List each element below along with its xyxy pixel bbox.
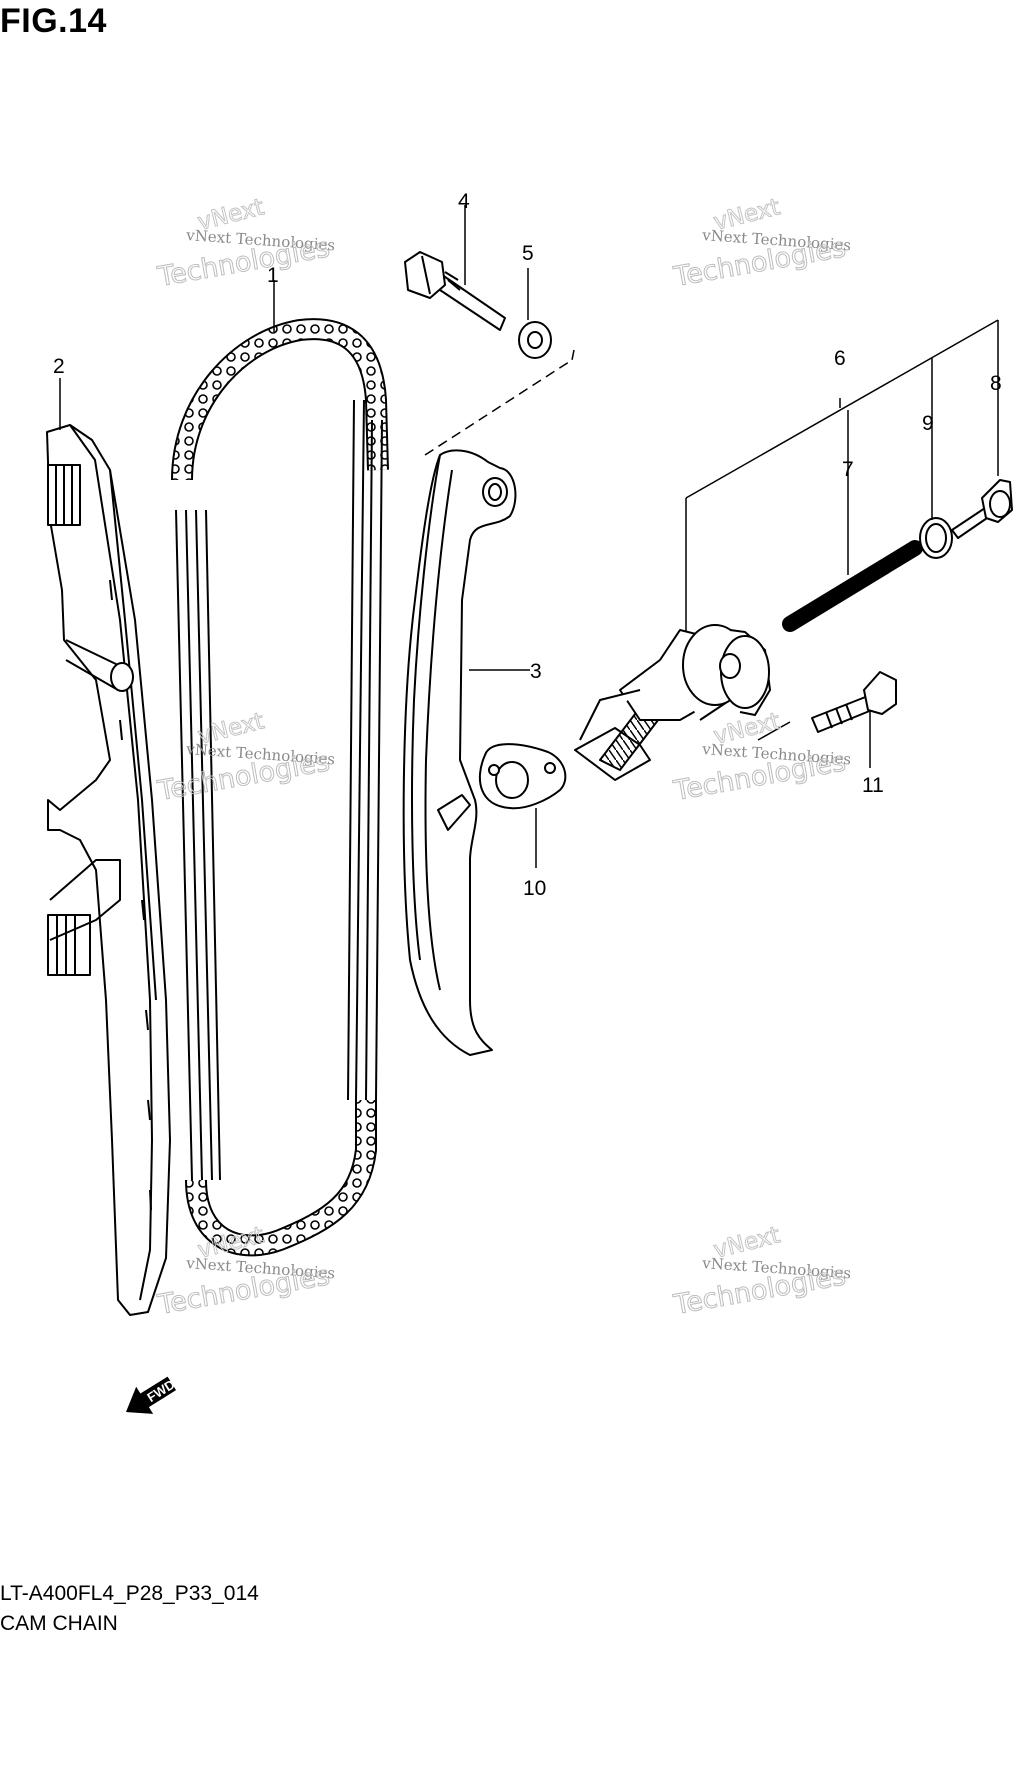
figure-title: FIG.14 — [0, 2, 107, 40]
part-10-gasket — [478, 743, 567, 810]
callout-4: 4 — [458, 190, 470, 213]
callout-2: 2 — [53, 355, 65, 378]
part-4-bolt — [404, 251, 506, 331]
part-11-bolt — [811, 671, 897, 733]
callout-11: 11 — [862, 774, 884, 797]
callout-7: 7 — [842, 458, 854, 481]
fwd-arrow-label: FWD — [144, 1377, 177, 1405]
drawing-code: LT-A400FL4_P28_P33_014 — [0, 1582, 259, 1605]
part-5-washer — [518, 321, 552, 359]
callout-6: 6 — [834, 347, 846, 370]
watermark-6: vNext vNext Technologies Technologies — [670, 1222, 851, 1322]
leader-lines — [59, 205, 999, 868]
callout-3: 3 — [530, 660, 542, 683]
callout-10: 10 — [523, 877, 546, 900]
part-7-spring — [782, 540, 923, 632]
drawing-name: CAM CHAIN — [0, 1612, 118, 1635]
watermark-1: vNext vNext Technologies Technologies — [154, 194, 335, 294]
fwd-arrow-icon: FWD — [126, 1377, 177, 1414]
callout-9: 9 — [922, 412, 934, 435]
watermark-2: vNext vNext Technologies Technologies — [670, 194, 851, 294]
callout-1: 1 — [267, 264, 279, 287]
part-6-tensioner-adjuster — [574, 624, 771, 781]
part-8-cap-bolt — [951, 479, 1013, 539]
part-2-chain-guide — [46, 424, 171, 1316]
part-3-tensioner-arm — [402, 449, 517, 1056]
part-1-cam-chain — [171, 318, 389, 1257]
callout-8: 8 — [990, 372, 1002, 395]
part-9-o-ring — [919, 517, 953, 559]
callout-5: 5 — [522, 242, 534, 265]
